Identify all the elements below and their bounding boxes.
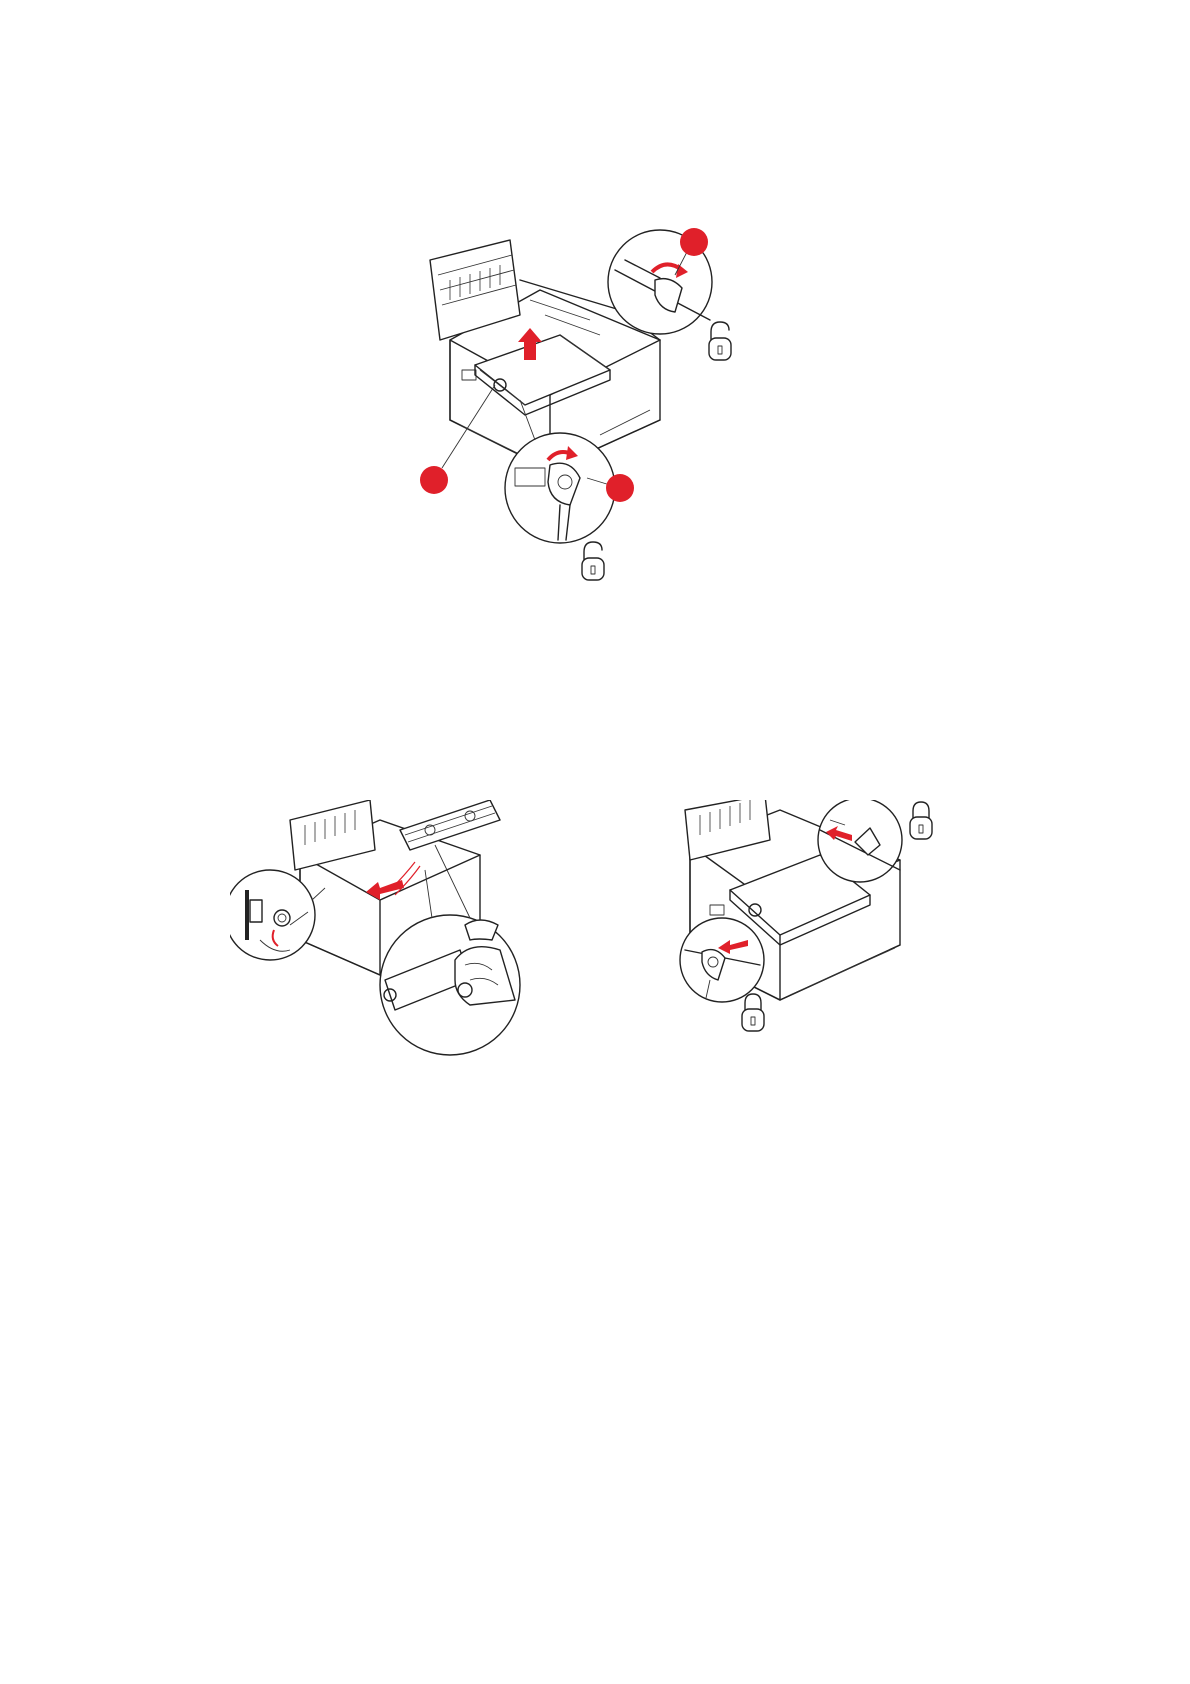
unlock-icon — [582, 542, 604, 580]
lock-icon — [742, 994, 764, 1031]
figure-belt-unit-insertion — [230, 800, 560, 1070]
lever-zoom-icon — [680, 918, 764, 1002]
red-marker-icon — [680, 228, 708, 256]
lock-icon — [910, 802, 932, 839]
red-marker-icon — [606, 474, 634, 502]
unlock-icon — [709, 322, 731, 360]
printer-belt-removal-illustration — [420, 220, 800, 600]
red-marker-icon — [420, 466, 448, 494]
printer-belt-locked-illustration — [670, 800, 950, 1070]
figure-belt-unit-locked — [670, 800, 950, 1070]
printer-belt-insert-illustration — [230, 800, 560, 1070]
figure-belt-unit-removal — [420, 220, 800, 600]
lever-zoom-icon — [818, 800, 902, 882]
